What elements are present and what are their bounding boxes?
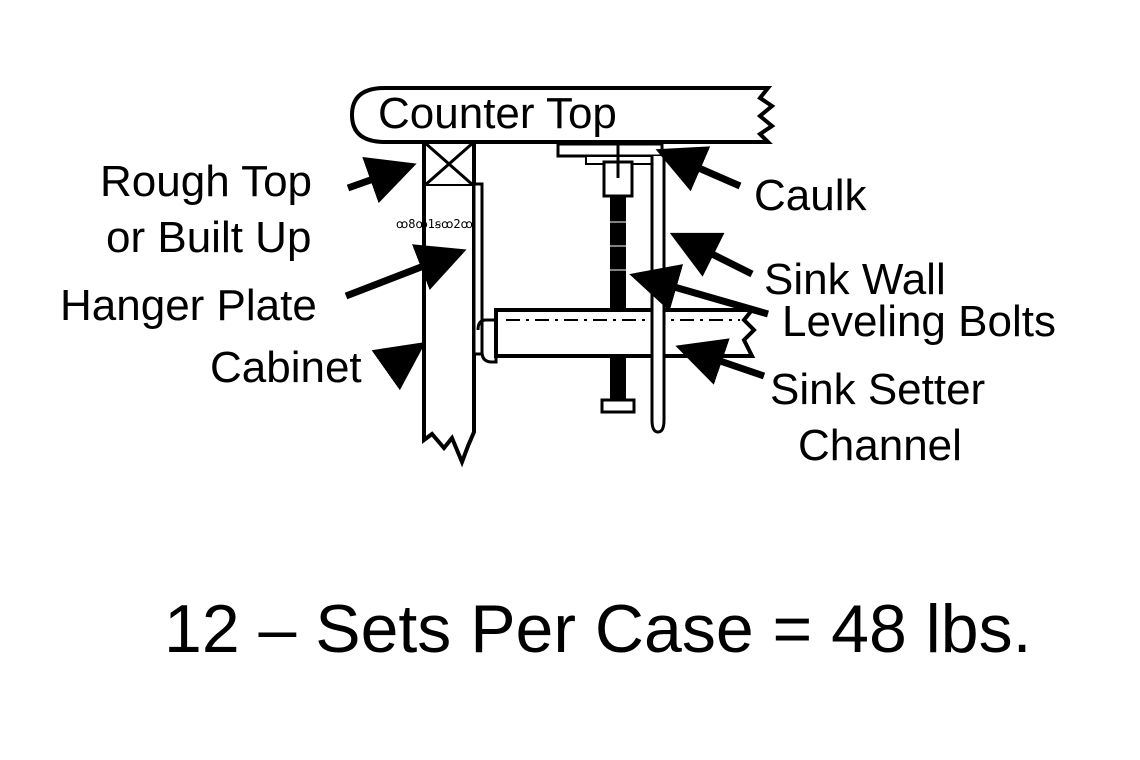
leader-arrows — [344, 146, 769, 391]
label-rough-top-line1: Rough Top — [100, 157, 312, 206]
label-counter-top: Counter Top — [378, 89, 617, 138]
footer-packaging-note: 12 – Sets Per Case = 48 lbs. — [164, 591, 1032, 667]
arrow-sink-wall — [669, 232, 754, 278]
label-cabinet: Cabinet — [210, 343, 362, 392]
counter-top-slab — [349, 86, 776, 144]
arrow-hanger-plate — [344, 244, 467, 300]
arrow-caulk — [655, 146, 742, 192]
cabinet-wall: ꝏ8ꝏ1ꞩꝏ2ꝏ — [396, 186, 476, 468]
hanger-plate — [472, 182, 498, 364]
arrow-cabinet — [371, 341, 426, 391]
label-rough-top-line2: or Built Up — [106, 213, 311, 262]
label-leveling-bolts: Leveling Bolts — [782, 297, 1056, 346]
label-sink-setter-line2: Channel — [798, 421, 962, 470]
sink-setter-channel — [494, 308, 757, 358]
svg-text:ꝏ8ꝏ1ꞩꝏ2ꝏ: ꝏ8ꝏ1ꞩꝏ2ꝏ — [396, 217, 473, 231]
label-sink-setter-line1: Sink Setter — [770, 365, 985, 414]
leveling-bolt — [600, 140, 636, 414]
label-caulk: Caulk — [754, 171, 867, 220]
rough-top-block — [422, 140, 476, 188]
cabinet-speckle: ꝏ8ꝏ1ꞩꝏ2ꝏ — [396, 217, 473, 231]
label-sink-wall: Sink Wall — [764, 255, 946, 304]
arrow-sink-setter — [675, 338, 766, 385]
arrow-rough-top — [346, 156, 417, 204]
sink-wall — [650, 156, 666, 434]
arrow-leveling-bolts — [629, 264, 769, 318]
label-hanger-plate: Hanger Plate — [60, 281, 317, 330]
